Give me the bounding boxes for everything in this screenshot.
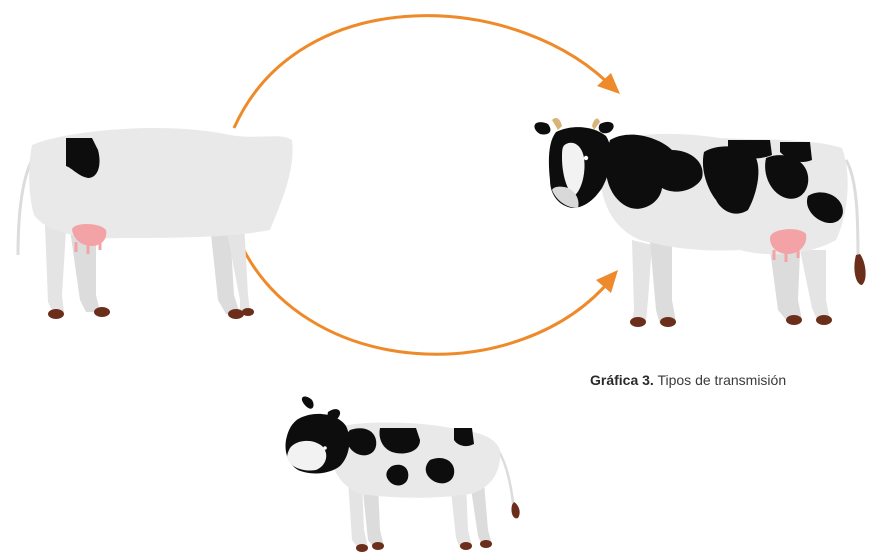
top-arrow: [232, 14, 617, 129]
bottom-arrow: [236, 237, 614, 356]
figure-caption: Gráfica 3. Tipos de transmisión: [590, 372, 786, 388]
left-cow-icon: [16, 128, 293, 319]
right-cow-icon: [534, 118, 866, 327]
top-arrow-head: [597, 73, 620, 94]
arrows: [232, 14, 620, 356]
caption-text: Tipos de transmisión: [653, 372, 787, 388]
bottom-arrow-head: [596, 270, 618, 293]
calf-icon: [285, 396, 520, 552]
caption-label: Gráfica 3.: [590, 372, 654, 388]
